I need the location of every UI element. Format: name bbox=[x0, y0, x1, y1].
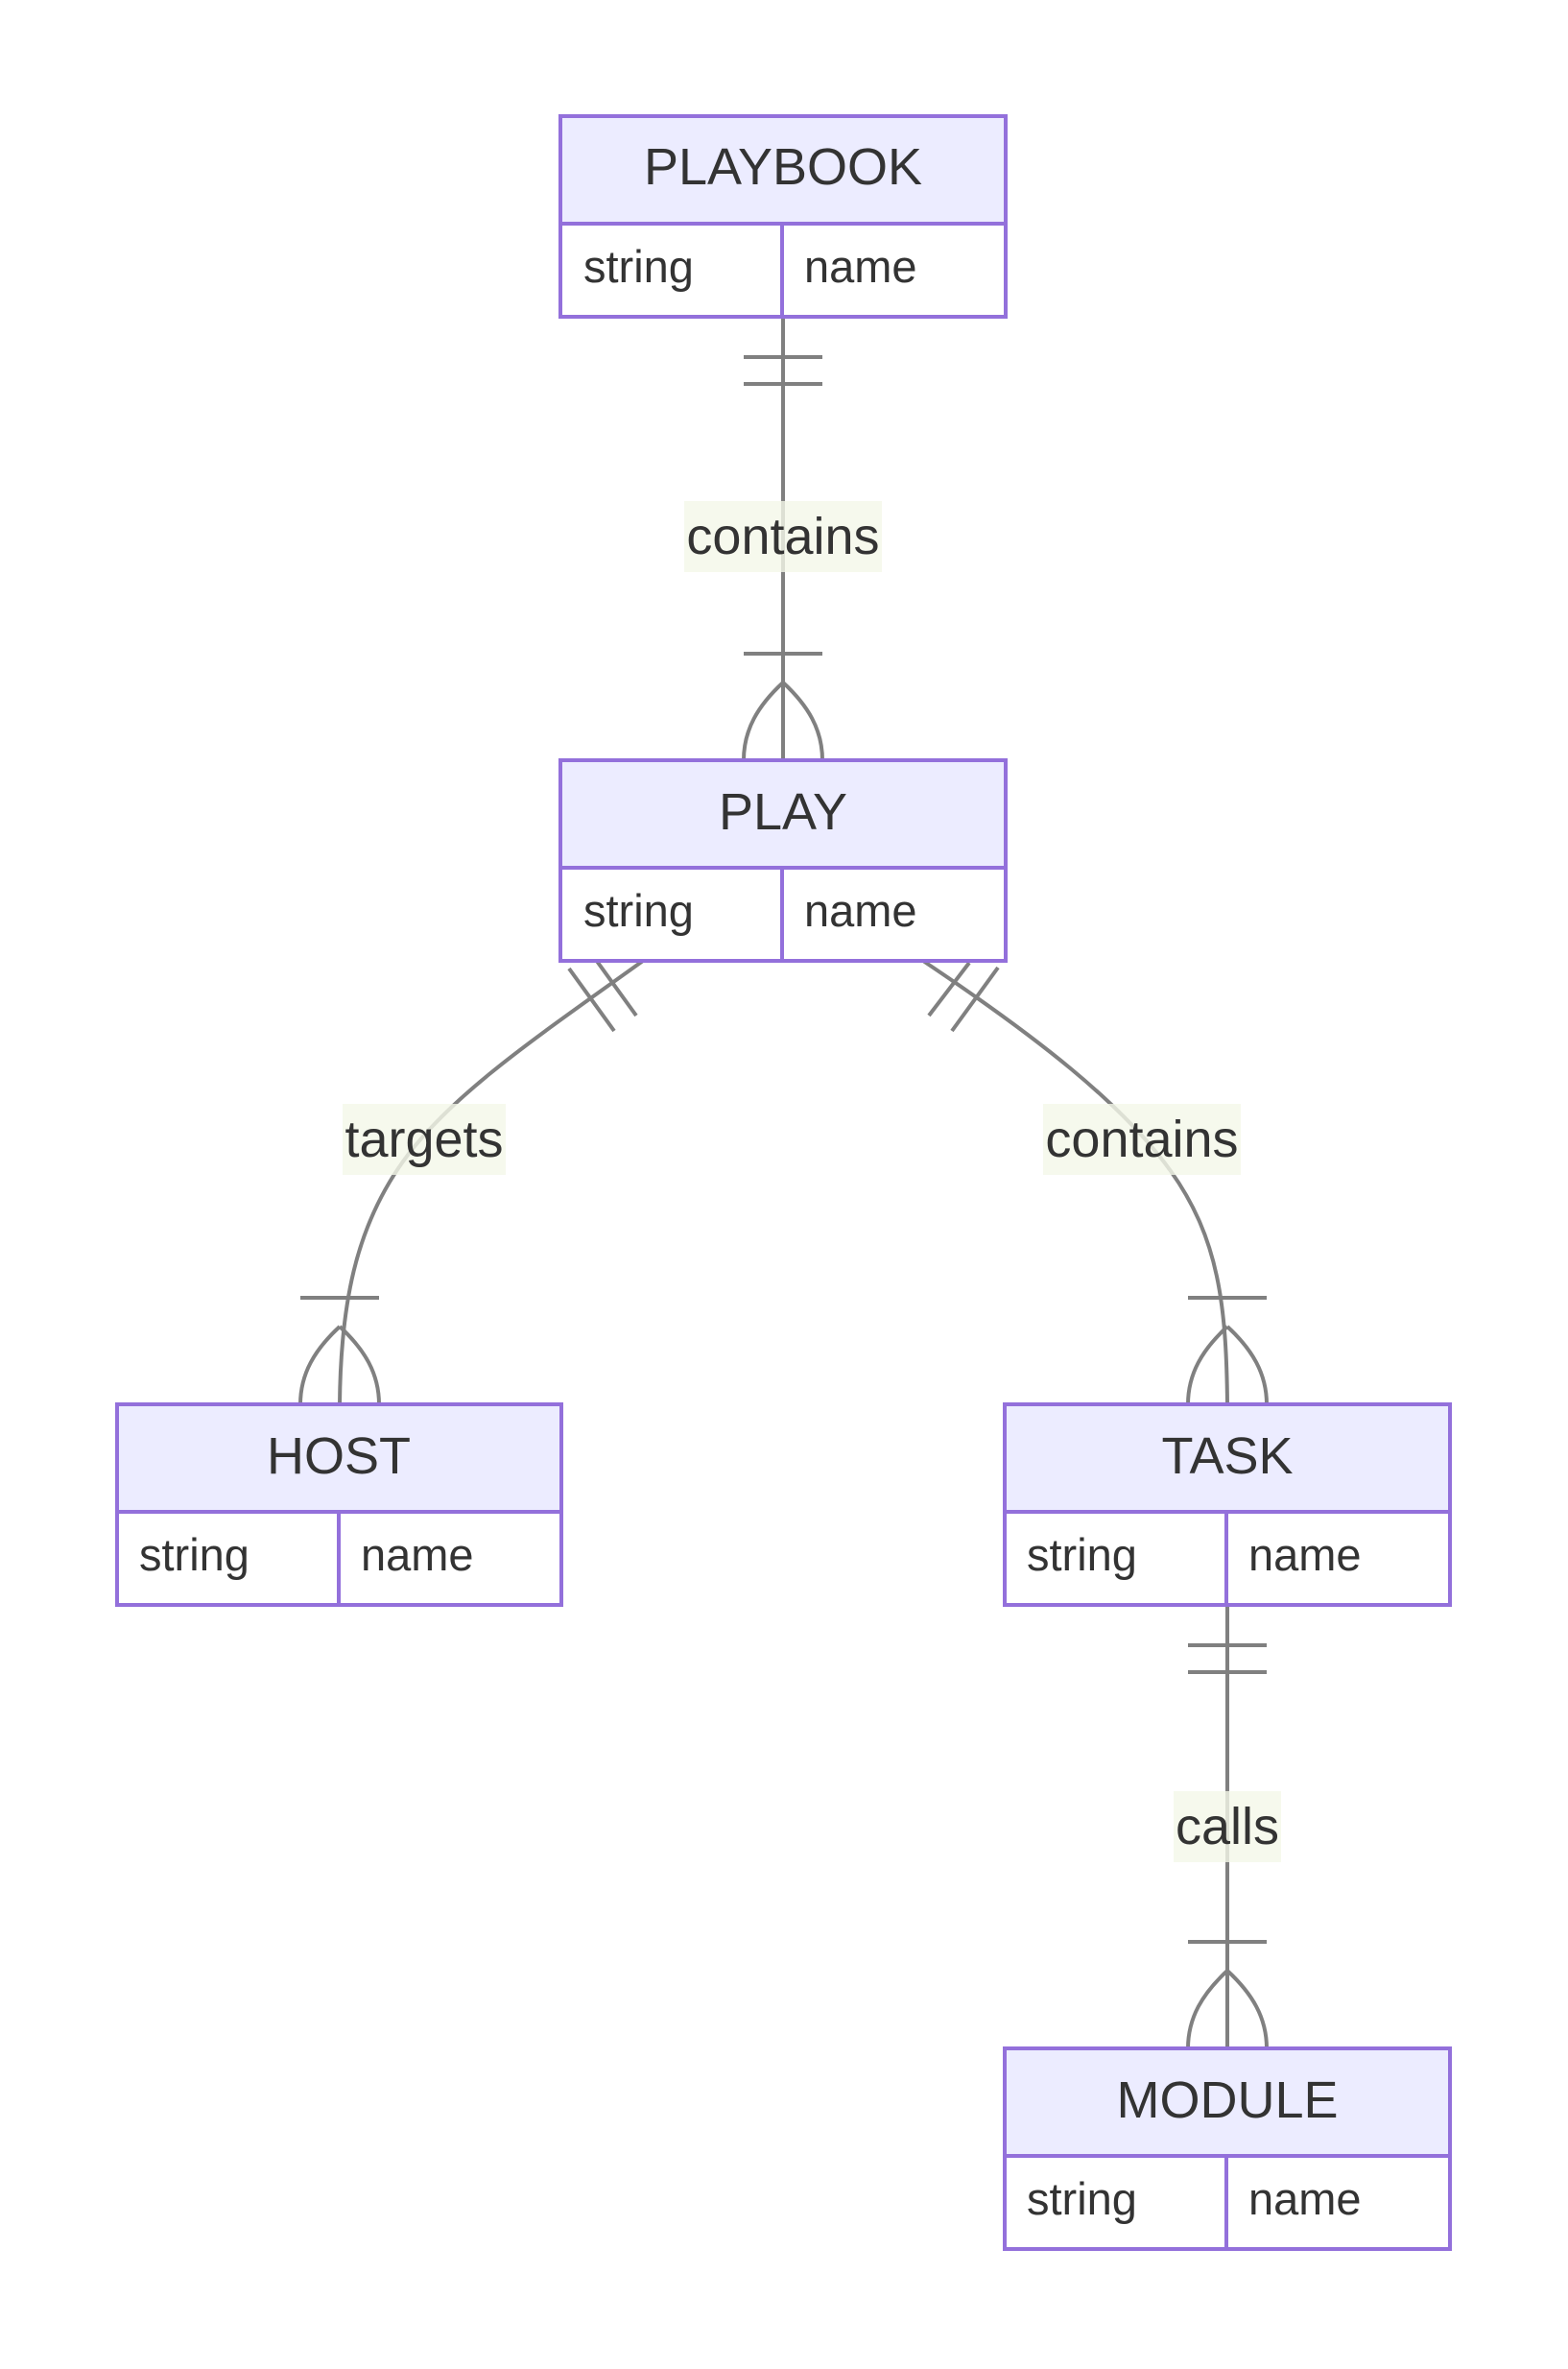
entity-name: PLAYBOOK bbox=[644, 138, 922, 196]
entity-host[interactable]: HOST string name bbox=[115, 1402, 563, 1607]
entity-task[interactable]: TASK string name bbox=[1003, 1402, 1452, 1607]
attribute-name-cell bbox=[1224, 1510, 1452, 1607]
relationship-play-task bbox=[921, 959, 1269, 1405]
one-or-more-marker bbox=[742, 652, 824, 761]
relationship-label-playbook-play: contains bbox=[684, 501, 882, 572]
attribute-type-cell bbox=[1003, 1510, 1228, 1607]
one-or-more-marker bbox=[1186, 1296, 1269, 1405]
relationship-label-play-task: contains bbox=[1043, 1104, 1241, 1175]
entity-header bbox=[558, 758, 1008, 870]
attribute-name: name bbox=[1248, 1529, 1362, 1580]
entity-name: HOST bbox=[267, 1427, 411, 1485]
relationship-line bbox=[921, 959, 1229, 1405]
relationship-label: contains bbox=[1045, 1111, 1238, 1168]
entity-playbook[interactable]: PLAYBOOK string name bbox=[558, 114, 1008, 319]
relationship-label: targets bbox=[344, 1111, 503, 1168]
attribute-type-cell bbox=[115, 1510, 341, 1607]
attribute-name-cell bbox=[337, 1510, 563, 1607]
entity-header bbox=[558, 114, 1008, 226]
entity-module[interactable]: MODULE string name bbox=[1003, 2046, 1452, 2251]
one-or-more-marker bbox=[1186, 1940, 1269, 2049]
entity-header bbox=[1003, 2046, 1452, 2158]
relationship-label-play-host: targets bbox=[343, 1104, 506, 1175]
attribute-type-cell bbox=[558, 866, 784, 963]
relationship-label-task-module: calls bbox=[1174, 1791, 1281, 1862]
attribute-name: name bbox=[361, 1529, 474, 1580]
relationship-play-host bbox=[298, 951, 645, 1405]
relationship-label: calls bbox=[1176, 1798, 1279, 1855]
one-or-more-marker bbox=[298, 1296, 381, 1405]
attribute-type: string bbox=[1027, 2173, 1137, 2224]
entity-header bbox=[1003, 1402, 1452, 1514]
attribute-type: string bbox=[583, 885, 694, 936]
entity-name: MODULE bbox=[1116, 2071, 1338, 2129]
exactly-one-marker bbox=[1188, 1643, 1267, 1674]
entity-play[interactable]: PLAY string name bbox=[558, 758, 1008, 963]
attribute-name: name bbox=[804, 885, 917, 936]
attribute-type: string bbox=[139, 1529, 249, 1580]
attribute-name-cell bbox=[1224, 2154, 1452, 2251]
relationship-label: contains bbox=[686, 508, 879, 565]
exactly-one-marker bbox=[927, 961, 1000, 1033]
attribute-type-cell bbox=[558, 222, 784, 319]
relationship-line bbox=[338, 959, 645, 1405]
attribute-name-cell bbox=[780, 222, 1008, 319]
exactly-one-marker bbox=[744, 355, 822, 386]
exactly-one-marker bbox=[567, 951, 638, 1033]
attribute-name: name bbox=[1248, 2173, 1362, 2224]
attribute-name-cell bbox=[780, 866, 1008, 963]
attribute-type: string bbox=[583, 241, 694, 292]
entity-name: TASK bbox=[1161, 1427, 1293, 1485]
attribute-type-cell bbox=[1003, 2154, 1228, 2251]
attribute-name: name bbox=[804, 241, 917, 292]
attribute-type: string bbox=[1027, 1529, 1137, 1580]
entity-name: PLAY bbox=[719, 783, 847, 841]
